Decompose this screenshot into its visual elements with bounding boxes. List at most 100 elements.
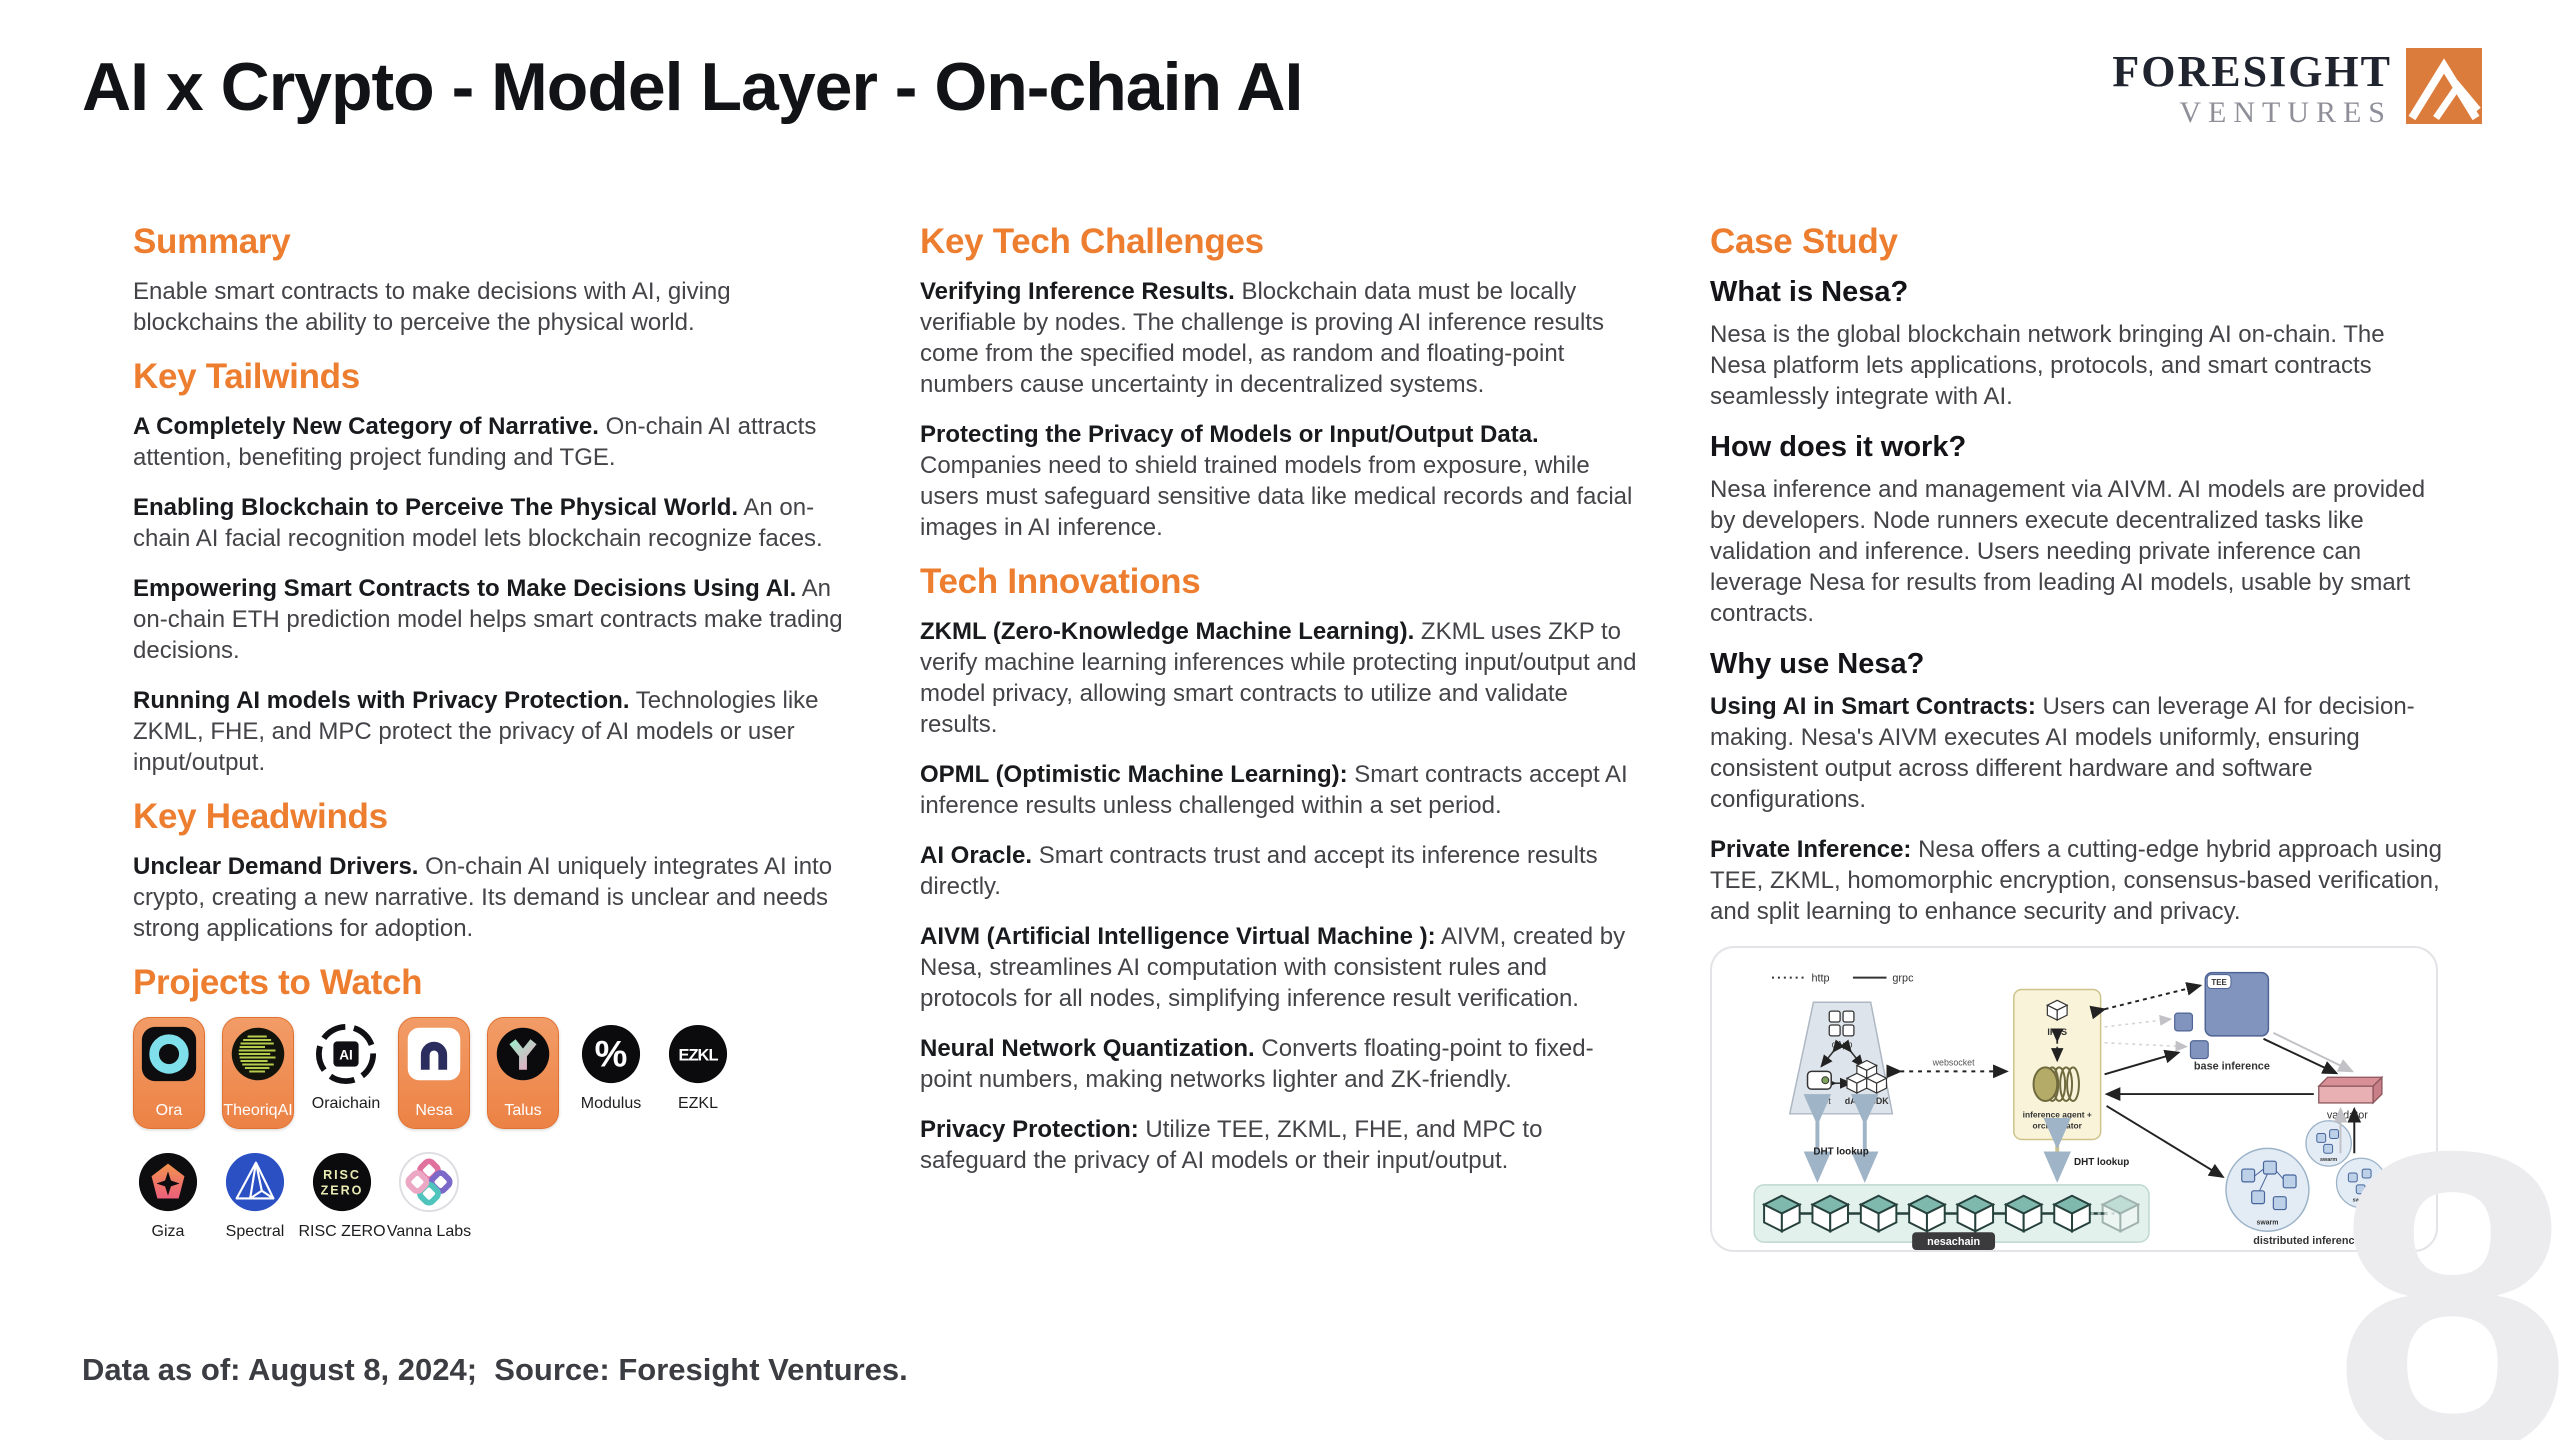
project-label: EZKL [677,1095,718,1112]
giza-logo-icon [137,1151,199,1213]
svg-text:orchestrator: orchestrator [2033,1121,2083,1131]
theoriqai-logo-icon [230,1026,286,1082]
project-label: TheoriqAI [223,1102,293,1119]
page-title: AI x Crypto - Model Layer - On-chain AI [82,49,1303,125]
logo-line1: FORESIGHT [2112,46,2392,96]
innovation-item: AI Oracle. Smart contracts trust and acc… [920,842,1598,900]
challenge-item: Verifying Inference Results. Blockchain … [920,278,1604,398]
svg-text:DHT lookup: DHT lookup [1813,1146,1868,1157]
headwinds-heading: Key Headwinds [133,797,388,836]
logo-line2: VENTURES [2179,95,2392,129]
oraichain-logo-icon: AI [315,1023,377,1085]
project-tile-ora: Ora [133,1017,205,1129]
svg-text:swarm: swarm [2353,1198,2370,1204]
summary-heading: Summary [133,222,291,261]
svg-text:%: % [595,1034,628,1075]
svg-text:wallet: wallet [1807,1096,1831,1106]
modulus-logo-icon: % [580,1023,642,1085]
svg-text:DHT lookup: DHT lookup [2074,1157,2129,1168]
case-study-paragraph: Private Inference: Nesa offers a cutting… [1710,836,2442,925]
case-study-paragraph: Nesa is the global blockchain network br… [1710,321,2385,410]
project-label: RISC ZERO [298,1223,386,1240]
svg-text:AI: AI [339,1047,353,1062]
orchestrator-cylinder [2032,1066,2080,1102]
svg-text:inference agent +: inference agent + [2023,1110,2092,1120]
case-study-heading: Case Study [1710,222,1898,261]
case-study-subheading: How does it work? [1710,431,1967,463]
project-tile-talus: Talus [487,1017,559,1129]
diagram-legend: http grpc [1772,973,1914,985]
tailwind-item: A Completely New Category of Narrative. … [133,413,817,471]
inference-agent-box: IPFS inference agent + orchestrator [2013,988,2102,1141]
case-study-paragraph: Using AI in Smart Contracts: Users can l… [1710,693,2415,813]
mountain-logo-icon [2406,48,2482,129]
project-label: Spectral [225,1223,285,1240]
tailwind-item: Running AI models with Privacy Protectio… [133,687,819,776]
svg-text:http: http [1811,973,1829,985]
case-study-subheading: What is Nesa? [1710,276,1909,308]
innovation-item: ZKML (Zero-Knowledge Machine Learning). … [920,618,1637,738]
project-label: Nesa [415,1102,453,1119]
project-tile-vanna-labs: Vanna Labs [387,1145,471,1249]
svg-text:ZERO: ZERO [321,1184,364,1198]
talus-logo-icon [495,1026,551,1082]
base-inference-node: TEE base inference [2174,971,2270,1072]
risc-zero-logo-icon: RISC ZERO [311,1151,373,1213]
project-label: Ora [155,1102,183,1119]
innovations-heading: Tech Innovations [920,562,1201,601]
project-tile-modulus: % Modulus [576,1017,646,1121]
project-label: Vanna Labs [386,1223,472,1240]
project-label: Talus [504,1102,542,1119]
tailwind-item: Empowering Smart Contracts to Make Decis… [133,575,843,664]
challenges-heading: Key Tech Challenges [920,222,1264,261]
project-tile-spectral: Spectral [220,1145,290,1249]
projects-row-2: Giza Spectral [133,1145,855,1249]
project-tile-risczero: RISC ZERO RISC ZERO [298,1145,386,1249]
svg-text:EZKL: EZKL [678,1046,718,1064]
project-tile-theoriqai: TheoriqAI [222,1017,294,1129]
project-tile-ezkl: EZKL EZKL [663,1017,733,1121]
nesa-logo-icon [406,1026,462,1082]
project-label: Giza [151,1223,185,1240]
project-tile-giza: Giza [133,1145,203,1249]
footer-source-note: Data as of: August 8, 2024; Source: Fore… [82,1352,908,1387]
dht-lookup-left: DHT lookup [1803,1094,1879,1183]
summary-body: Enable smart contracts to make decisions… [133,278,731,336]
page-number: 8 [2332,1063,2560,1440]
svg-text:dApp SDK: dApp SDK [1845,1096,1889,1106]
vanna-labs-logo-icon [398,1151,460,1213]
svg-text:RISC: RISC [323,1168,361,1182]
dht-lookup-right: DHT lookup [2043,1117,2129,1183]
ezkl-logo-icon: EZKL [667,1023,729,1085]
case-study-paragraph: Nesa inference and management via AIVM. … [1710,476,2426,627]
right-column: Case Study What is Nesa? Nesa is the glo… [1710,222,2442,1252]
projects-row-1: Ora TheoriqAI [133,1017,855,1129]
svg-text:websocket: websocket [1932,1057,1975,1067]
spectral-logo-icon [224,1151,286,1213]
svg-text:base inference: base inference [2194,1060,2270,1072]
project-label: Oraichain [311,1095,381,1112]
svg-text:distributed inference: distributed inference [2253,1235,2360,1247]
projects-heading: Projects to Watch [133,963,423,1002]
svg-text:nesachain: nesachain [1927,1236,1980,1248]
tailwind-item: Enabling Blockchain to Perceive The Phys… [133,494,823,552]
innovation-item: OPML (Optimistic Machine Learning): Smar… [920,761,1628,819]
svg-text:IPFS: IPFS [2047,1027,2067,1037]
left-column: Summary Enable smart contracts to make d… [133,222,855,1265]
svg-text:grpc: grpc [1892,973,1914,985]
nesa-architecture-diagram: http grpc dApp [1710,946,2438,1252]
headwind-item: Unclear Demand Drivers. On-chain AI uniq… [133,853,833,942]
logo-wordmark: FORESIGHT VENTURES [2112,46,2392,129]
distributed-inference-cluster: swarm swarm swarm distributed inference [2225,1120,2387,1247]
ora-logo-icon [141,1026,197,1082]
challenge-item: Protecting the Privacy of Models or Inpu… [920,421,1633,541]
foresight-ventures-logo: FORESIGHT VENTURES [2112,48,2482,129]
project-tile-nesa: Nesa [398,1017,470,1129]
innovation-item: Neural Network Quantization. Converts fl… [920,1035,1594,1093]
innovation-item: AIVM (Artificial Intelligence Virtual Ma… [920,923,1626,1012]
svg-text:dApp: dApp [1832,1040,1853,1050]
nesachain-strip: nesachain [1753,1184,2150,1250]
middle-column: Key Tech Challenges Verifying Inference … [920,222,1645,1195]
project-label: Modulus [580,1095,642,1112]
